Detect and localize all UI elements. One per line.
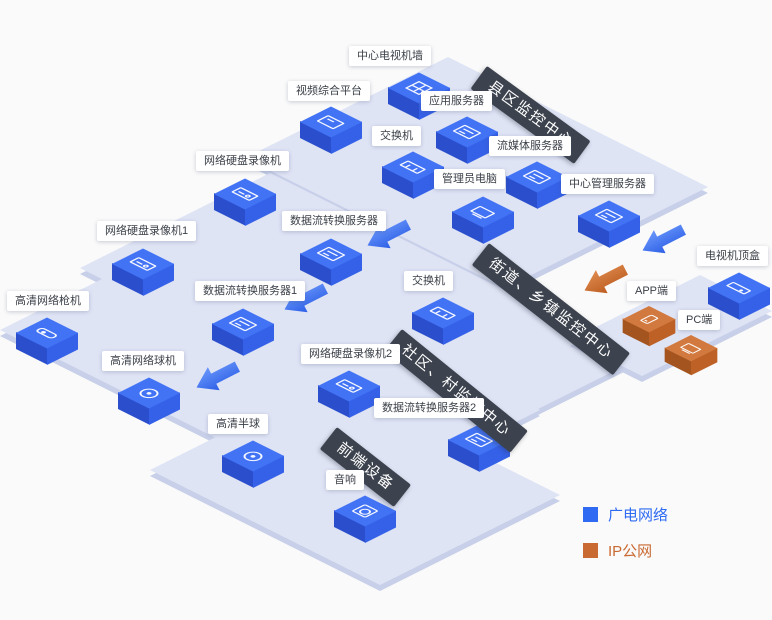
device-label: 应用服务器 (421, 91, 492, 111)
device-node (411, 297, 475, 345)
legend-item: 广电网络 (583, 504, 668, 525)
device-node (317, 370, 381, 418)
switch-icon (429, 306, 457, 320)
device-label: 交换机 (372, 126, 421, 146)
dome-camera-icon (239, 449, 267, 463)
device-label: 流媒体服务器 (489, 136, 571, 156)
device-label: 音响 (326, 470, 364, 490)
device-node (451, 196, 515, 244)
server-icon (228, 316, 258, 332)
computer-icon (469, 205, 497, 219)
device-node (15, 317, 79, 365)
device-node (117, 377, 181, 425)
speaker-icon (350, 503, 380, 519)
device-label: 数据流转换服务器2 (374, 398, 485, 418)
device-node (333, 495, 397, 543)
mobile-icon (639, 314, 659, 325)
device-label: 高清网络球机 (102, 351, 184, 371)
device-node (664, 334, 718, 376)
device-node (211, 308, 275, 356)
device-label: 管理员电脑 (434, 169, 505, 189)
device-label: 网络硬盘录像机2 (301, 344, 401, 364)
dome-camera-icon (135, 386, 163, 400)
legend: 广电网络 IP公网 (583, 504, 668, 576)
device-label: 高清网络枪机 (7, 291, 89, 311)
nvr-icon (128, 256, 158, 272)
device-label: 数据流转换服务器1 (195, 281, 306, 301)
device-label: 中心管理服务器 (561, 174, 654, 194)
stb-icon (725, 281, 753, 295)
device-label: PC端 (678, 310, 721, 330)
device-node (577, 200, 641, 248)
device-node (299, 238, 363, 286)
device-label: 网络硬盘录像机1 (97, 221, 197, 241)
device-node (505, 161, 569, 209)
legend-label: IP公网 (608, 543, 653, 560)
legend-label: 广电网络 (608, 507, 669, 524)
bullet-camera-icon (34, 326, 60, 340)
device-node (111, 248, 175, 296)
device-label: 电视机顶盒 (697, 246, 768, 266)
device-node (299, 106, 363, 154)
platform (80, 173, 640, 453)
legend-item: IP公网 (583, 540, 668, 561)
server-icon (316, 246, 346, 262)
server-icon (594, 208, 624, 224)
device-node (213, 178, 277, 226)
device-label: 中心电视机墙 (349, 46, 431, 66)
legend-swatch (583, 543, 598, 558)
device-label: APP端 (627, 281, 677, 301)
device-node (221, 440, 285, 488)
legend-swatch (583, 507, 598, 522)
server-icon (452, 124, 482, 140)
screen-icon (316, 114, 346, 130)
nvr-icon (334, 378, 364, 394)
device-label: 交换机 (404, 271, 453, 291)
device-label: 网络硬盘录像机 (196, 151, 289, 171)
device-label: 视频综合平台 (288, 81, 370, 101)
switch-icon (399, 160, 427, 174)
server-icon (522, 169, 552, 185)
device-label: 高清半球 (208, 414, 268, 434)
computer-icon (679, 342, 703, 354)
nvr-icon (230, 186, 260, 202)
device-label: 数据流转换服务器 (282, 211, 386, 231)
